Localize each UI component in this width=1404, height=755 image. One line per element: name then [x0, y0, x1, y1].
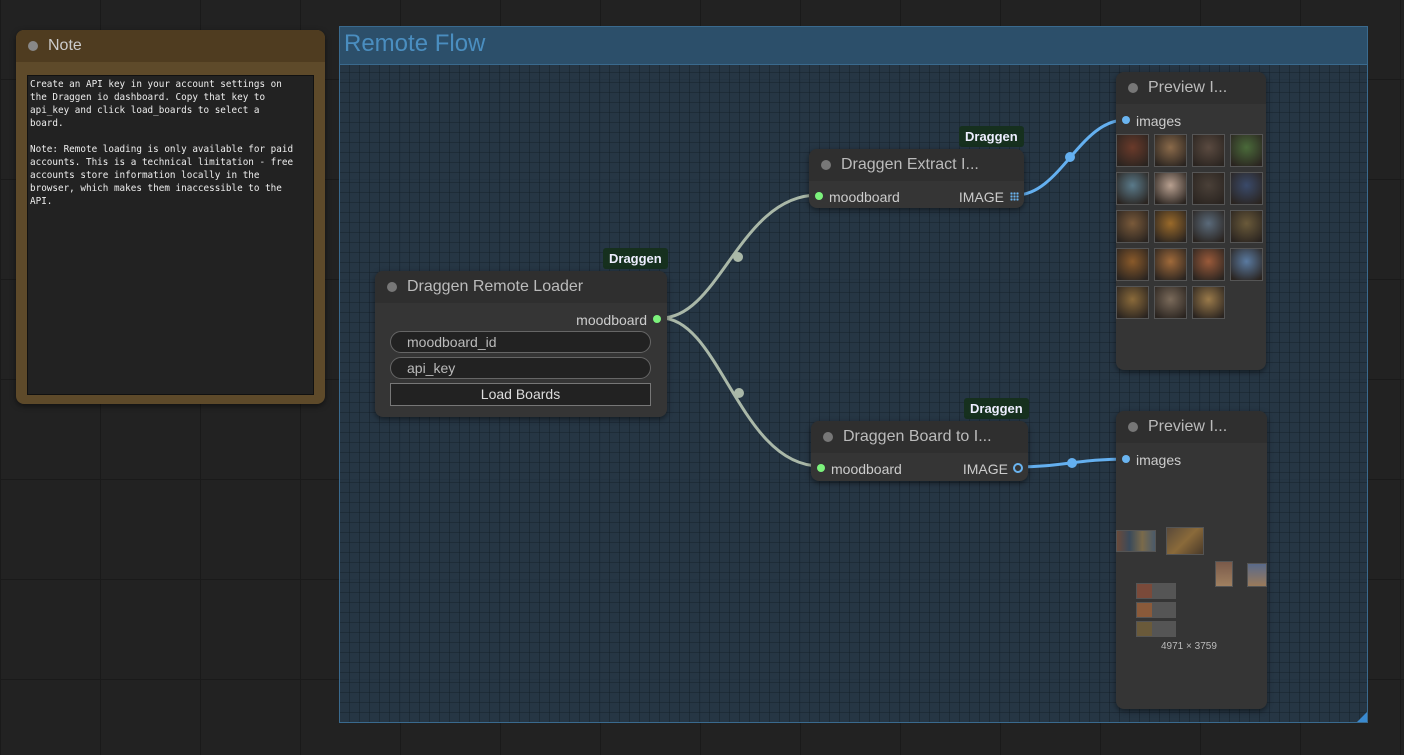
node-header[interactable]: Draggen Board to I... [811, 421, 1028, 453]
remote-loader-node[interactable]: Draggen Remote Loader moodboard moodboar… [375, 271, 667, 417]
preview-thumbnail[interactable] [1116, 172, 1149, 205]
output-slot-moodboard[interactable] [653, 315, 661, 323]
grid-output-icon[interactable] [1010, 192, 1019, 201]
group-title: Remote Flow [344, 30, 486, 57]
draggen-badge: Draggen [964, 398, 1029, 419]
node-header[interactable]: Draggen Remote Loader [375, 271, 667, 303]
group-header[interactable]: Remote Flow [340, 27, 1367, 65]
node-header[interactable]: Preview I... [1116, 72, 1266, 104]
collage-image [1136, 583, 1176, 599]
preview-thumbnail[interactable] [1230, 134, 1263, 167]
preview-thumbnail[interactable] [1154, 248, 1187, 281]
collapse-dot-icon[interactable] [1128, 83, 1138, 93]
preview-thumbnail[interactable] [1116, 248, 1149, 281]
input-slot-images[interactable] [1122, 455, 1130, 463]
collage-image [1136, 621, 1176, 637]
collage-image [1116, 530, 1156, 552]
collage-image [1247, 563, 1267, 587]
api-key-field[interactable]: api_key [390, 357, 651, 379]
collapse-dot-icon[interactable] [1128, 422, 1138, 432]
preview-thumbnail[interactable] [1230, 172, 1263, 205]
note-textarea[interactable]: Create an API key in your account settin… [27, 75, 314, 395]
node-title: Preview I... [1148, 79, 1228, 96]
image-resolution-label: 4971 × 3759 [1161, 641, 1217, 652]
preview-thumbnail[interactable] [1154, 172, 1187, 205]
output-slot-image[interactable] [1013, 463, 1023, 473]
collage-image [1136, 602, 1176, 618]
preview-thumbnail[interactable] [1154, 134, 1187, 167]
output-slot-label: IMAGE [958, 189, 1004, 205]
collage-image [1166, 527, 1204, 555]
load-boards-button[interactable]: Load Boards [390, 383, 651, 406]
board-to-images-node[interactable]: Draggen Board to I... moodboard IMAGE [811, 421, 1028, 481]
extract-images-node[interactable]: Draggen Extract I... moodboard IMAGE [809, 149, 1024, 208]
draggen-badge: Draggen [959, 126, 1024, 147]
draggen-badge: Draggen [603, 248, 668, 269]
preview-thumbnail[interactable] [1116, 134, 1149, 167]
preview-thumbnail[interactable] [1230, 248, 1263, 281]
input-slot-label: moodboard [829, 189, 900, 205]
preview-thumbnail[interactable] [1230, 210, 1263, 243]
input-slot-images[interactable] [1122, 116, 1130, 124]
preview-thumbnail[interactable] [1192, 210, 1225, 243]
input-slot-moodboard[interactable] [817, 464, 825, 472]
node-title: Draggen Board to I... [843, 428, 992, 445]
node-title: Preview I... [1148, 418, 1228, 435]
collage-image [1215, 561, 1233, 587]
node-header[interactable]: Preview I... [1116, 411, 1267, 443]
input-slot-moodboard[interactable] [815, 192, 823, 200]
moodboard-id-field[interactable]: moodboard_id [390, 331, 651, 353]
preview-thumbnail[interactable] [1192, 172, 1225, 205]
collapse-dot-icon[interactable] [387, 282, 397, 292]
collapse-dot-icon[interactable] [28, 41, 38, 51]
input-slot-label: images [1136, 113, 1182, 129]
note-header[interactable]: Note [16, 30, 325, 62]
node-header[interactable]: Draggen Extract I... [809, 149, 1024, 181]
node-title: Draggen Extract I... [841, 156, 979, 173]
preview-thumbnail[interactable] [1116, 210, 1149, 243]
output-slot-label: IMAGE [962, 461, 1008, 477]
input-slot-label: images [1136, 452, 1182, 468]
node-title: Draggen Remote Loader [407, 278, 584, 295]
group-resize-handle[interactable] [1357, 712, 1367, 722]
preview-thumbnail[interactable] [1192, 248, 1225, 281]
note-node[interactable]: Note Create an API key in your account s… [16, 30, 325, 404]
preview-thumbnail[interactable] [1116, 286, 1149, 319]
preview-thumbnail[interactable] [1154, 210, 1187, 243]
preview-thumbnail[interactable] [1154, 286, 1187, 319]
input-slot-label: moodboard [831, 461, 902, 477]
preview-thumbnail[interactable] [1192, 134, 1225, 167]
preview-image-node[interactable]: Preview I... images 4971 × 3759 [1116, 411, 1267, 709]
collapse-dot-icon[interactable] [823, 432, 833, 442]
preview-thumbnail[interactable] [1192, 286, 1225, 319]
output-slot-label: moodboard [576, 312, 647, 328]
collapse-dot-icon[interactable] [821, 160, 831, 170]
note-title: Note [48, 37, 82, 54]
